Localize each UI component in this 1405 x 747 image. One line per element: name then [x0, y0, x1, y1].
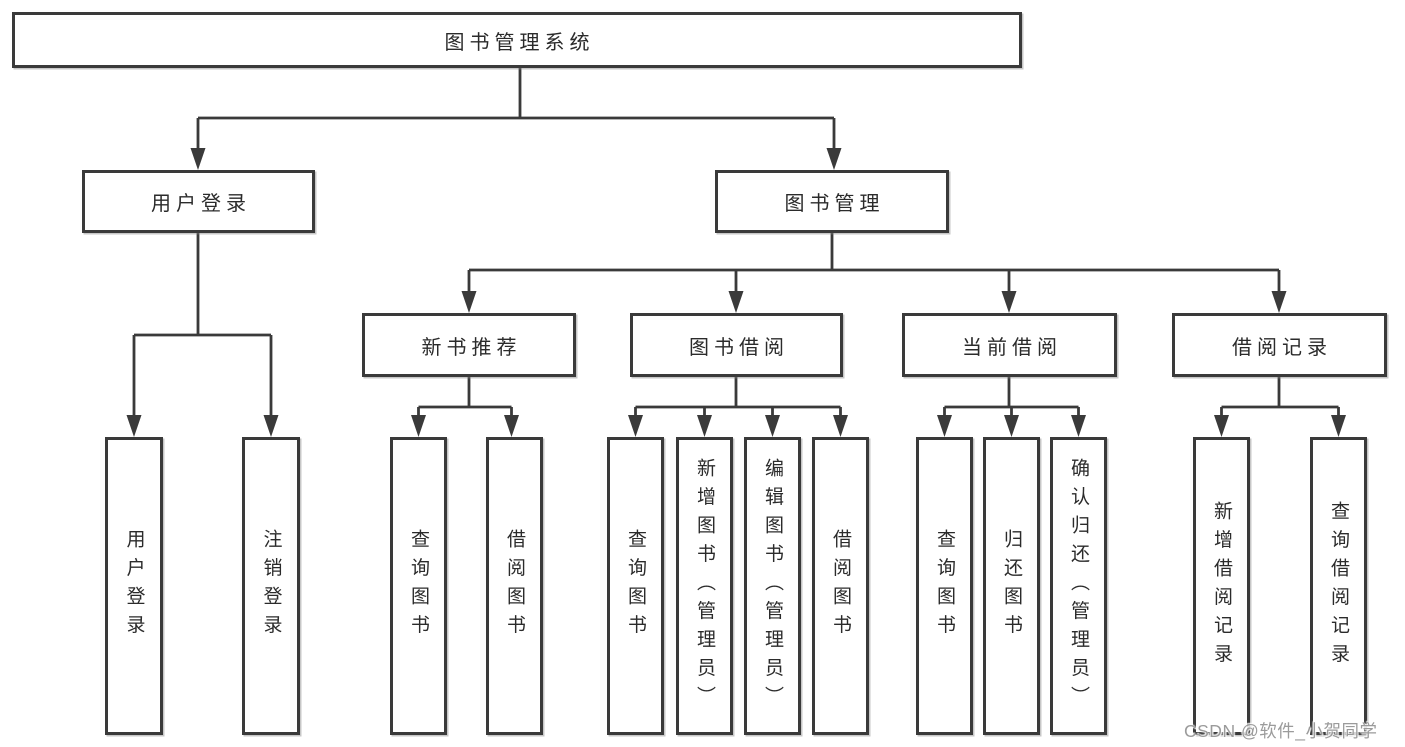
node-current-borrowing: 当前借阅: [902, 313, 1117, 377]
node-new-book-recommendation: 新书推荐: [362, 313, 576, 377]
leaf-borrow-books: 借阅图书: [812, 437, 869, 735]
leaf-query-books-current: 查询图书: [916, 437, 973, 735]
leaf-logout: 注销登录: [242, 437, 300, 735]
leaf-edit-books-admin: 编辑图书（管理员）: [744, 437, 801, 735]
leaf-query-books-borrow: 查询图书: [607, 437, 664, 735]
node-book-borrowing: 图书借阅: [630, 313, 843, 377]
node-book-management: 图书管理: [715, 170, 949, 233]
leaf-add-borrow-record: 新增借阅记录: [1193, 437, 1250, 735]
node-borrowing-records: 借阅记录: [1172, 313, 1387, 377]
leaf-borrow-books-new: 借阅图书: [486, 437, 543, 735]
leaf-return-books: 归还图书: [983, 437, 1040, 735]
leaf-user-login: 用户登录: [105, 437, 163, 735]
leaf-query-borrow-record: 查询借阅记录: [1310, 437, 1367, 735]
node-user-login: 用户登录: [82, 170, 315, 233]
leaf-query-books-new: 查询图书: [390, 437, 447, 735]
leaf-add-books-admin: 新增图书（管理员）: [676, 437, 733, 735]
leaf-confirm-return-admin: 确认归还（管理员）: [1050, 437, 1107, 735]
node-library-management-system: 图书管理系统: [12, 12, 1022, 68]
watermark-text: CSDN @软件_小贺同学: [1184, 721, 1378, 741]
